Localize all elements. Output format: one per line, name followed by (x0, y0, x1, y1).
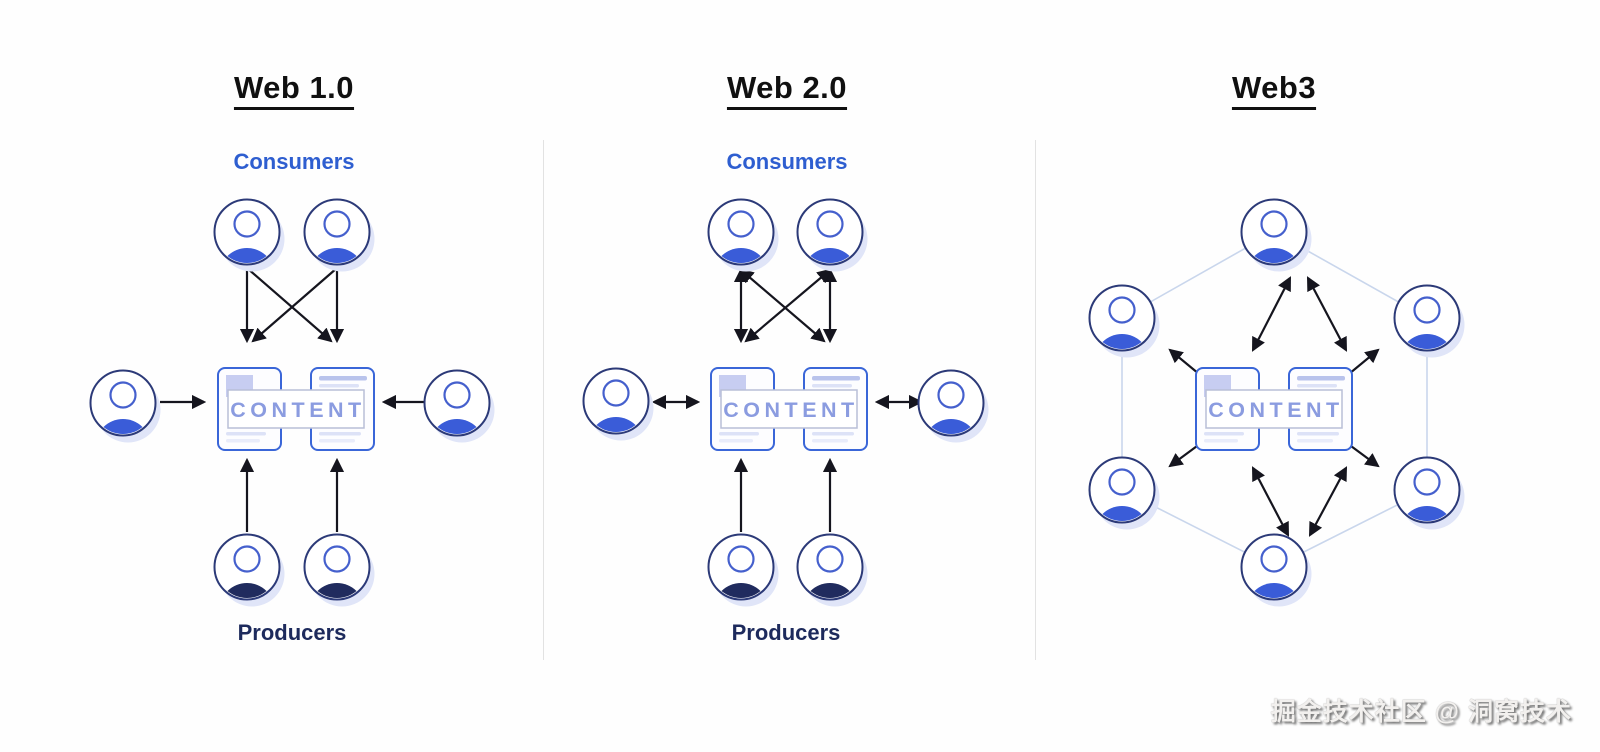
web2-consumer-avatar-1-icon (709, 200, 779, 301)
web2-arrow-consumer-left-cross (739, 268, 826, 343)
web3-node-bottom-icon (1242, 535, 1312, 636)
web1-consumer-avatar-1-icon (215, 200, 285, 301)
panel-divider-right (1035, 140, 1036, 660)
web3-title: Web3 (1231, 70, 1317, 105)
web2-panel: CONTENT (584, 200, 989, 636)
web3-node-lower-right-icon (1395, 458, 1465, 559)
web2-producer-avatar-2-icon (798, 535, 868, 636)
web1-title: Web 1.0 (233, 70, 355, 105)
web1-consumers-label: Consumers (233, 149, 355, 174)
web1-side-avatar-right-icon (425, 371, 495, 472)
web3-content-label: CONTENT (1208, 398, 1343, 422)
web1-producer-avatar-2-icon (305, 535, 375, 636)
web1-panel: CONTENT (91, 200, 495, 636)
web3-node-lower-left-icon (1090, 458, 1160, 559)
web3-panel: CONTENT (1090, 200, 1465, 636)
web3-arrow-top-left (1252, 276, 1291, 352)
web2-consumer-avatar-2-icon (798, 200, 868, 301)
web3-node-top-icon (1242, 200, 1312, 301)
web3-node-upper-left-icon (1090, 286, 1160, 387)
web3-arrow-bottom-right (1308, 466, 1348, 537)
watermark-text: 掘金技术社区 @ 洞窝技术 (1270, 698, 1572, 726)
web2-arrow-consumer-right-cross (744, 268, 832, 343)
web2-producer-avatar-1-icon (709, 535, 779, 636)
web2-producers-label: Producers (731, 620, 841, 645)
web1-side-avatar-left-icon (91, 371, 161, 472)
web2-content-label: CONTENT (723, 398, 858, 422)
web3-node-upper-right-icon (1395, 286, 1465, 387)
panel-divider-left (543, 140, 544, 660)
web1-producer-avatar-1-icon (215, 535, 285, 636)
web2-consumers-label: Consumers (726, 149, 848, 174)
web1-consumer-avatar-2-icon (305, 200, 375, 301)
web2-side-avatar-right-icon (919, 371, 989, 472)
web1-arrow-consumer-right-cross (251, 267, 338, 343)
web3-arrow-top-right (1306, 276, 1348, 352)
web1-content-label: CONTENT (230, 398, 365, 422)
web2-title: Web 2.0 (726, 70, 848, 105)
web3-arrow-bottom-left (1252, 466, 1289, 537)
web2-side-avatar-left-icon (584, 369, 654, 470)
web1-producers-label: Producers (237, 620, 347, 645)
web1-arrow-consumer-left-cross (246, 267, 333, 343)
